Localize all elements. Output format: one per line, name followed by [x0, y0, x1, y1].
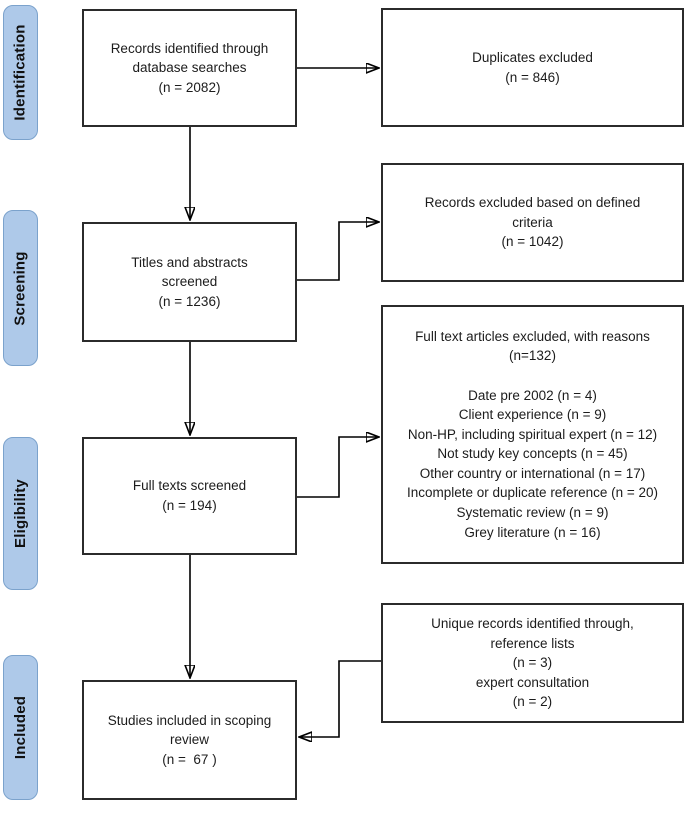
arrow-unique-records-to-included	[300, 660, 381, 737]
arrow-titles-to-records-excluded	[297, 222, 378, 281]
stage-included: Included	[3, 655, 38, 800]
box-fulltext-excluded-text: Full text articles excluded, with reason…	[406, 328, 658, 540]
stage-eligibility-label: Eligibility	[12, 479, 29, 548]
box-unique-records-text: Unique records identified through, refer…	[431, 616, 634, 710]
box-duplicates-excluded: Duplicates excluded (n = 846)	[381, 8, 684, 127]
stage-included-label: Included	[12, 695, 29, 760]
box-fulltexts-screened-text: Full texts screened (n = 194)	[132, 478, 247, 513]
box-duplicates-excluded-text: Duplicates excluded (n = 846)	[472, 49, 593, 85]
box-fulltexts-screened: Full texts screened (n = 194)	[82, 437, 297, 555]
box-titles-abstracts-screened: Titles and abstracts screened (n = 1236)	[82, 222, 297, 342]
box-records-identified-text: Records identified through database sear…	[110, 40, 269, 95]
box-fulltext-excluded: Full text articles excluded, with reason…	[381, 305, 684, 564]
box-titles-abstracts-screened-text: Titles and abstracts screened (n = 1236)	[131, 254, 248, 309]
box-studies-included: Studies included in scoping review (n = …	[82, 680, 297, 800]
stage-identification-label: Identification	[12, 24, 30, 121]
box-studies-included-text: Studies included in scoping review (n = …	[107, 712, 272, 767]
stage-screening-label: Screening	[12, 250, 30, 326]
box-unique-records: Unique records identified through, refer…	[381, 603, 684, 723]
box-records-excluded-text: Records excluded based on defined criter…	[424, 195, 641, 250]
stage-identification: Identification	[3, 5, 38, 140]
stage-eligibility: Eligibility	[3, 437, 38, 590]
box-records-excluded: Records excluded based on defined criter…	[381, 163, 684, 282]
arrow-fulltexts-to-fulltext-excluded	[297, 437, 378, 498]
box-records-identified: Records identified through database sear…	[82, 9, 297, 127]
stage-screening: Screening	[3, 210, 38, 366]
